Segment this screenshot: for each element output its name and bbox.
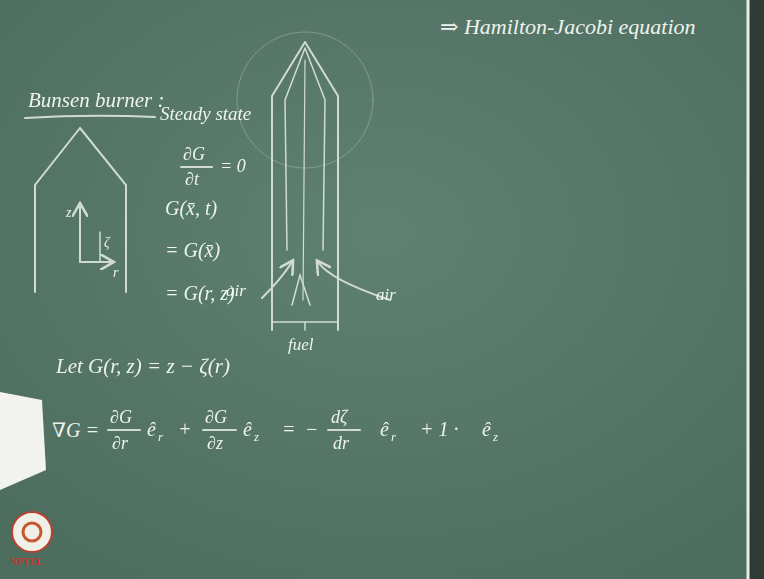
axis-label: r bbox=[113, 266, 118, 280]
equation: G(x̄, t) bbox=[165, 198, 217, 218]
subscript: r bbox=[391, 430, 396, 443]
subscript: r bbox=[158, 430, 163, 443]
equation: + 1 · bbox=[420, 419, 459, 439]
section-title: Bunsen burner : bbox=[28, 90, 164, 111]
denominator: ∂t bbox=[185, 170, 199, 188]
fraction-bar bbox=[328, 429, 360, 431]
fraction-bar bbox=[181, 166, 212, 168]
operator: − bbox=[305, 419, 319, 439]
logo-text: NPTEL bbox=[10, 557, 43, 567]
heading-note: ⇒ Hamilton-Jacobi equation bbox=[440, 16, 696, 38]
logo-mark bbox=[23, 523, 41, 541]
denominator: ∂r bbox=[112, 434, 128, 452]
equation: = G(r, z) bbox=[165, 283, 235, 303]
fraction-bar bbox=[108, 429, 140, 431]
axis bbox=[303, 60, 305, 300]
subscript: z bbox=[493, 430, 498, 443]
flow-label: fuel bbox=[288, 336, 314, 353]
equation: = G(x̄) bbox=[165, 240, 220, 260]
underline bbox=[25, 116, 155, 118]
equation: ∇G = bbox=[52, 420, 99, 440]
unit-vector: ê bbox=[243, 419, 252, 439]
operator: + bbox=[178, 419, 192, 439]
board-edge bbox=[747, 0, 750, 579]
r-axis bbox=[80, 261, 112, 263]
axis-label: z bbox=[66, 206, 71, 220]
fraction-bar bbox=[203, 429, 236, 431]
logo bbox=[12, 512, 52, 552]
paper-sheet bbox=[0, 392, 46, 490]
bracket bbox=[272, 322, 338, 330]
note: Steady state bbox=[160, 104, 251, 123]
denominator: dr bbox=[333, 434, 349, 452]
burner-outline bbox=[272, 42, 338, 330]
flow-label: air bbox=[226, 282, 246, 299]
air-arrow bbox=[262, 262, 292, 298]
numerator: ∂G bbox=[183, 145, 205, 163]
unit-vector: ê bbox=[380, 419, 389, 439]
numerator: ∂G bbox=[205, 408, 227, 426]
unit-vector: ê bbox=[482, 419, 491, 439]
board-frame bbox=[748, 0, 764, 579]
numerator: dζ bbox=[331, 408, 347, 426]
denominator: ∂z bbox=[207, 434, 223, 452]
unit-vector: ê bbox=[147, 419, 156, 439]
equation: = 0 bbox=[220, 157, 246, 175]
operator: = bbox=[282, 419, 296, 439]
zeta-height bbox=[99, 232, 101, 262]
equation: Let G(r, z) = z − ζ(r) bbox=[56, 356, 230, 377]
flow-label: air bbox=[376, 286, 396, 303]
subscript: z bbox=[254, 430, 259, 443]
fuel-jet bbox=[292, 275, 310, 305]
z-axis bbox=[79, 205, 81, 262]
axis-label: ζ bbox=[104, 236, 110, 250]
burner-outline bbox=[35, 128, 126, 292]
numerator: ∂G bbox=[110, 408, 132, 426]
